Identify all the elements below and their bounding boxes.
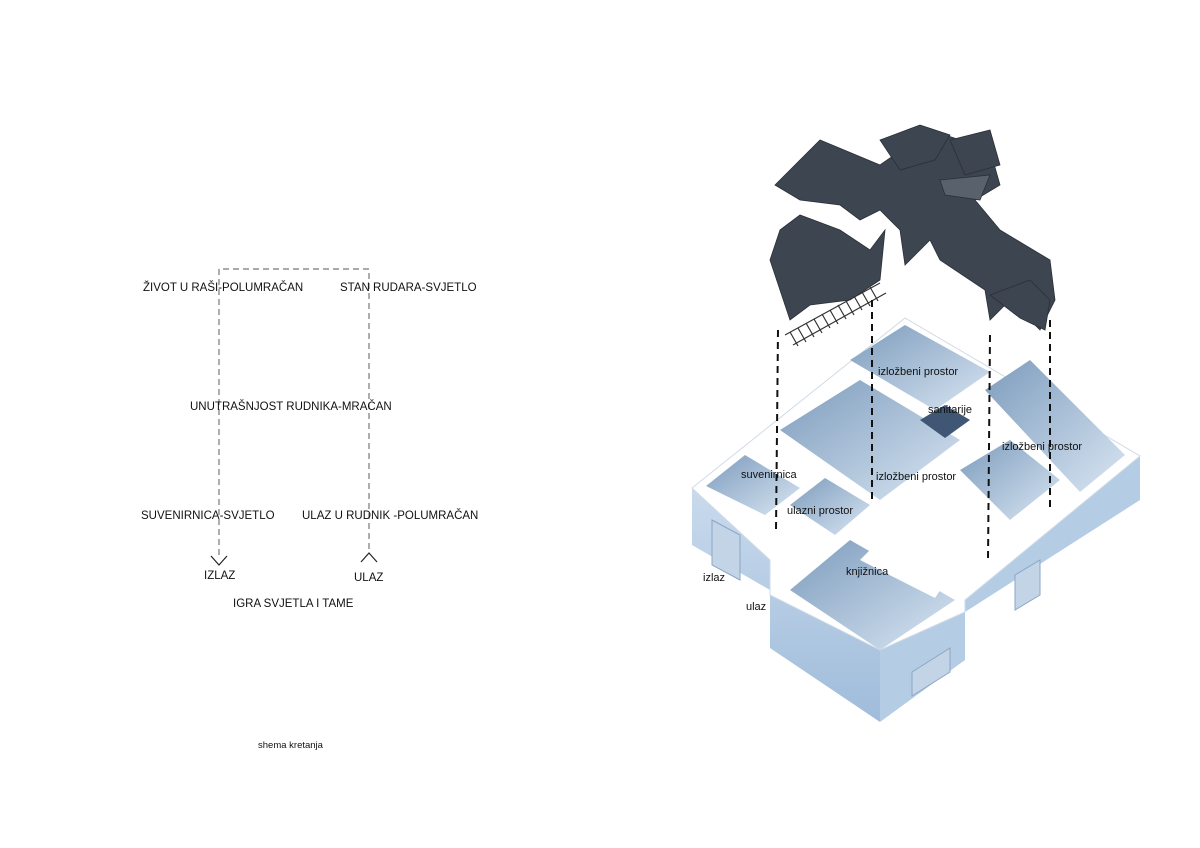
label-unutrasnjost: UNUTRAŠNJOST RUDNIKA-MRAČAN	[190, 401, 392, 413]
label-ulaz: ULAZ	[354, 572, 384, 584]
label-izlaz: IZLAZ	[204, 570, 236, 582]
exit-arrow-icon	[210, 555, 228, 566]
label-suvenirnica: SUVENIRNICA-SVJETLO	[141, 510, 275, 522]
room-label-knjiznica: knjižnica	[846, 566, 889, 578]
mine-tunnels-model	[769, 124, 1056, 331]
room-label-ulazni: ulazni prostor	[787, 505, 854, 517]
label-zivot: ŽIVOT U RAŠI-POLUMRAČAN	[143, 282, 304, 294]
room-label-sanitarije: sanitarije	[928, 404, 973, 416]
projection-lines	[775, 300, 1051, 561]
label-exit: izlaz	[703, 572, 726, 584]
scheme-caption: shema kretanja	[258, 740, 323, 751]
room-label-izlozbeni-3: izložbeni prostor	[876, 471, 957, 483]
label-ulaz-rudnik: ULAZ U RUDNIK -POLUMRAČAN	[302, 510, 479, 522]
rail-track-icon	[784, 282, 887, 347]
room-label-izlozbeni-1: izložbeni prostor	[878, 366, 959, 378]
label-stan: STAN RUDARA-SVJETLO	[340, 282, 477, 294]
room-label-suvenirnica: suvenirnica	[741, 469, 797, 481]
movement-path	[218, 268, 370, 555]
label-entrance: ulaz	[746, 601, 767, 613]
scheme-title: IGRA SVJETLA I TAME	[233, 598, 354, 610]
room-label-izlozbeni-2: izložbeni prostor	[1002, 441, 1083, 453]
entrance-arrow-icon	[360, 552, 378, 563]
building-model	[691, 317, 1141, 722]
